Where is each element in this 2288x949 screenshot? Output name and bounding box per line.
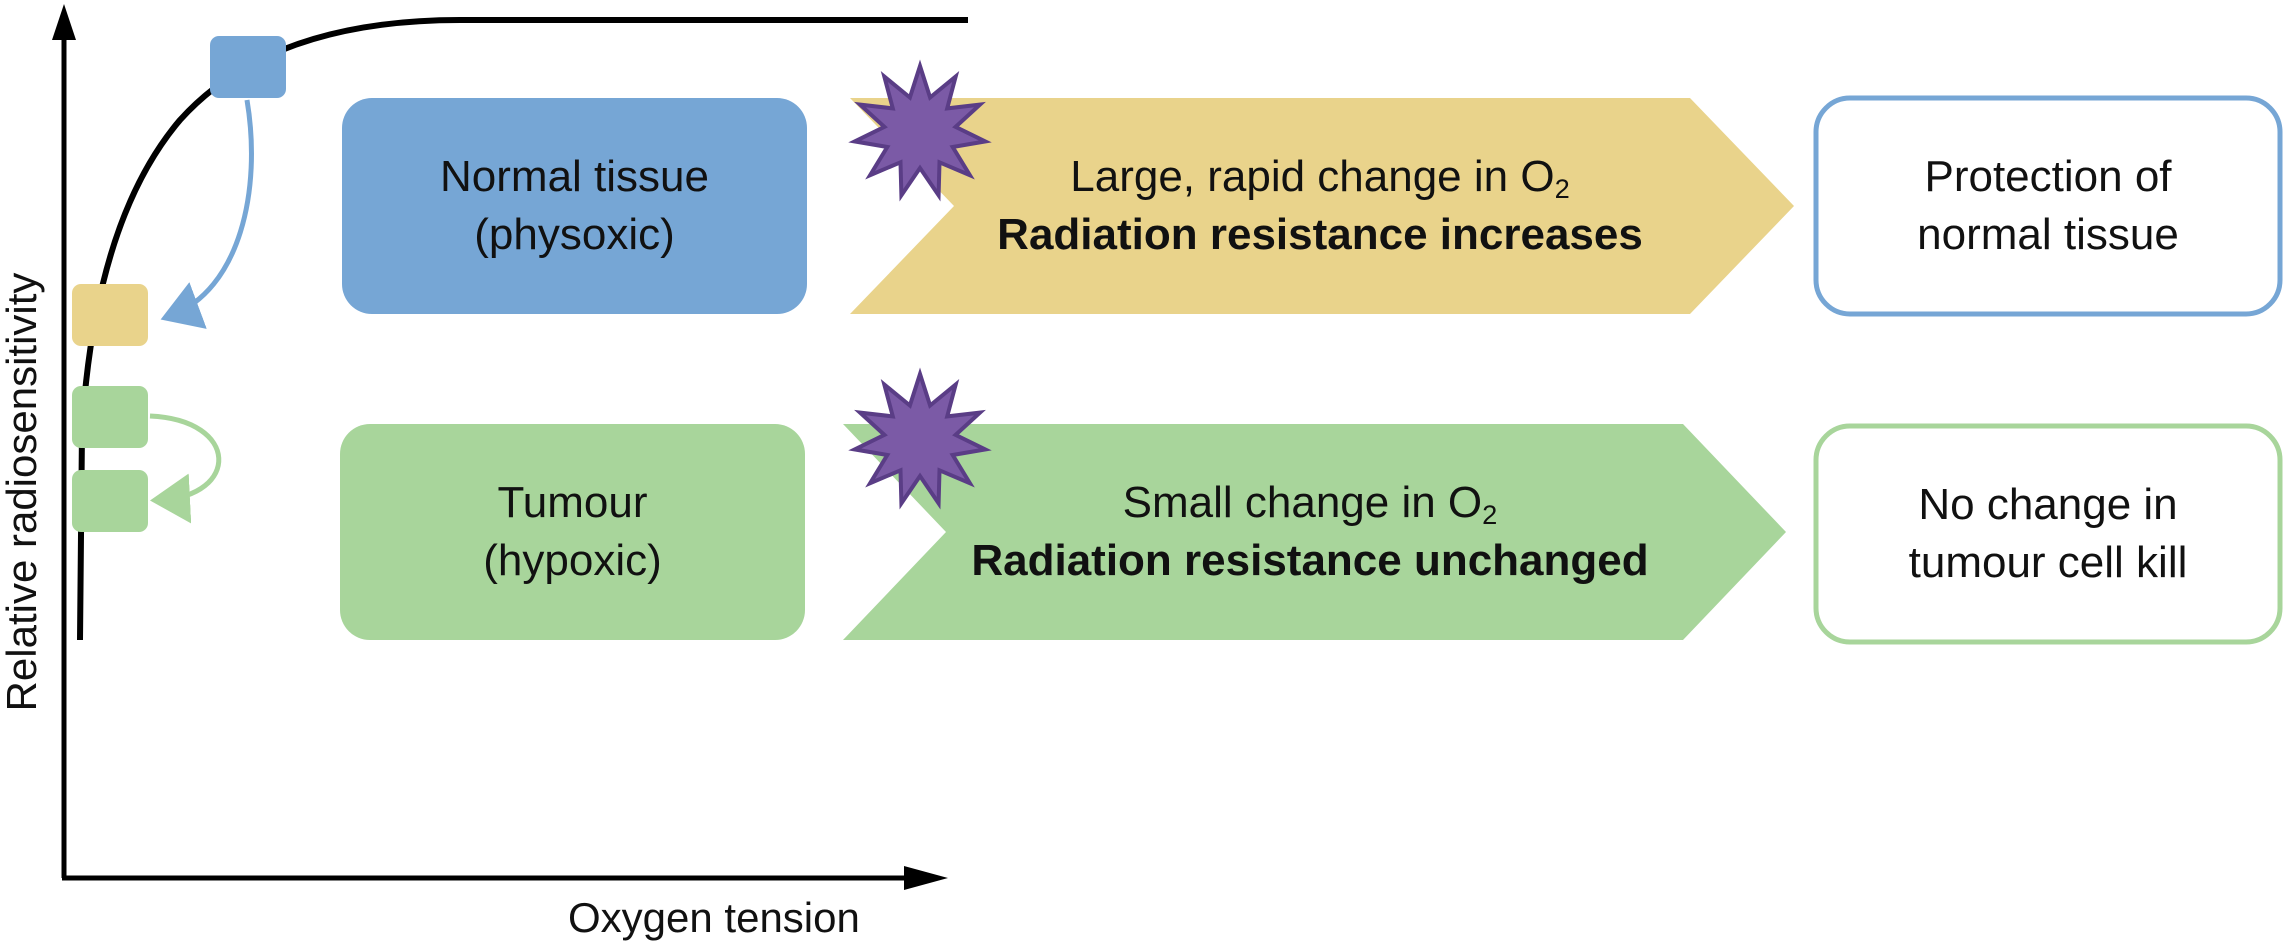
outcome-line-2: normal tissue	[1917, 210, 2179, 259]
tumour-shift-arrow	[149, 413, 222, 524]
resistance-effect-text: Radiation resistance increases	[997, 210, 1643, 259]
small-change-label: Small change in O2 Radiation resistance …	[920, 424, 1700, 640]
x-axis-arrowhead	[904, 866, 948, 890]
normal-tissue-shift-marker	[72, 284, 148, 346]
oxygen-change-text: Large, rapid change in O2	[1070, 148, 1570, 206]
oxygen-change-prefix: Small change in O	[1122, 478, 1483, 527]
radiation-burst-icon	[848, 367, 992, 510]
radiation-burst-icon	[848, 59, 992, 202]
normal-tissue-box	[342, 98, 807, 314]
outcome-line-2: tumour cell kill	[1908, 538, 2188, 587]
normal-shift-arrow	[160, 99, 254, 329]
no-change-outcome-label: No change in tumour cell kill	[1816, 426, 2280, 642]
protection-outcome-label: Protection of normal tissue	[1816, 98, 2280, 314]
no-change-outcome-box	[1813, 423, 2283, 645]
large-change-label: Large, rapid change in O2 Radiation resi…	[930, 98, 1710, 314]
x-axis-label: Oxygen tension	[568, 894, 860, 941]
y-axis-arrowhead	[52, 4, 76, 40]
tumour-marker-lower	[72, 470, 148, 532]
tissue-name: Tumour	[497, 478, 648, 527]
tumour-box	[340, 424, 805, 640]
tissue-state: (hypoxic)	[483, 536, 662, 585]
protection-outcome-box	[1813, 95, 2283, 317]
normal-tissue-label: Normal tissue (physoxic)	[342, 98, 807, 314]
axes	[52, 4, 948, 890]
outcome-line-1: Protection of	[1924, 152, 2172, 201]
tumour-label: Tumour (hypoxic)	[340, 424, 805, 640]
oxygen-change-text: Small change in O2	[1123, 474, 1498, 532]
resistance-effect-text: Radiation resistance unchanged	[971, 536, 1649, 585]
oxygen-change-prefix: Large, rapid change in O	[1070, 152, 1555, 201]
oxygen-subscript: 2	[1554, 172, 1570, 204]
tissue-state: (physoxic)	[474, 210, 675, 259]
tumour-marker-upper	[72, 386, 148, 448]
oxygen-subscript: 2	[1482, 498, 1498, 530]
outcome-line-1: No change in	[1918, 480, 2178, 529]
small-change-chevron	[843, 424, 1786, 640]
y-axis-label: Relative radiosensitivity	[0, 272, 45, 712]
normal-tissue-marker	[210, 36, 286, 98]
tissue-name: Normal tissue	[440, 152, 709, 201]
large-change-chevron	[850, 98, 1794, 314]
